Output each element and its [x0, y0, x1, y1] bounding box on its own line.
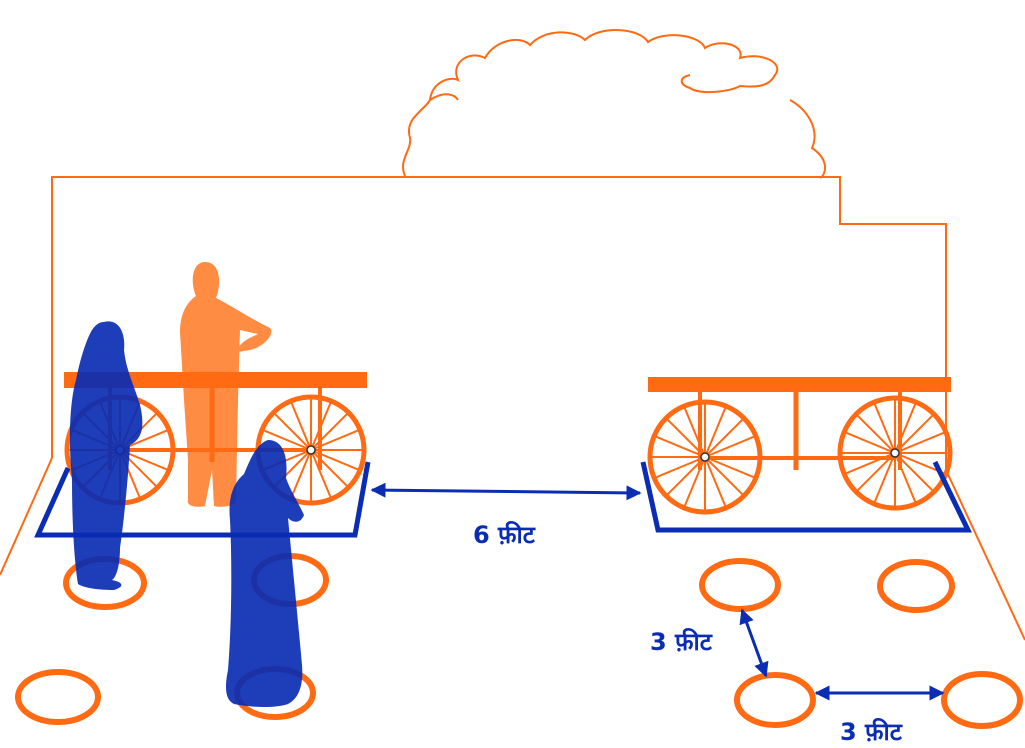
- wheel-spoke: [263, 429, 312, 451]
- right-cart: [647, 377, 953, 515]
- wheel-spoke: [873, 403, 896, 454]
- wheel-spoke: [845, 431, 896, 454]
- tree-outline: [402, 29, 826, 179]
- wheel-spoke: [310, 449, 348, 487]
- circle-gap-vertical-arrow: [739, 608, 769, 678]
- wheel-spoke: [704, 407, 727, 458]
- wheel-spoke: [290, 402, 312, 451]
- cart-gap-arrow: [370, 482, 642, 501]
- cart-gap-label: 6 फ़ीट: [473, 521, 536, 549]
- wheel-spoke: [856, 414, 896, 454]
- standing-circle: [941, 671, 1023, 729]
- wheel-spoke: [274, 413, 312, 451]
- wheel-spoke: [655, 435, 706, 458]
- wheel-spoke: [310, 449, 359, 471]
- wheel-hub: [700, 452, 710, 462]
- wheel-spoke: [873, 452, 896, 503]
- wheel-spoke: [655, 456, 706, 479]
- wheel-spoke: [683, 407, 706, 458]
- wheel-spoke: [894, 414, 934, 454]
- wheel-spoke: [666, 456, 706, 496]
- wheel-spoke: [845, 452, 896, 475]
- wheel-spoke: [704, 435, 755, 458]
- standing-circle: [15, 669, 101, 725]
- standing-circle: [877, 559, 955, 613]
- wheel-spoke: [704, 418, 744, 458]
- wheel-spoke: [310, 449, 332, 498]
- circle-gap-horizontal-label: 3 फ़ीट: [840, 718, 903, 746]
- ground-line-left: [0, 457, 53, 576]
- wheel-spoke: [894, 452, 917, 503]
- right-cart-wheel-1: [647, 399, 763, 515]
- wheel-spoke: [666, 418, 706, 458]
- left-cart-floor-box: [34, 461, 371, 538]
- standing-circle: [699, 558, 781, 612]
- wheel-spoke: [290, 449, 312, 498]
- person-blue-center: [226, 440, 304, 707]
- wheel-spoke: [683, 456, 706, 507]
- wheel-spoke: [894, 452, 945, 475]
- wheel-spoke: [310, 429, 359, 451]
- wheel-spoke: [894, 431, 945, 454]
- person-blue-left: [69, 321, 143, 590]
- shop-wall: [51, 176, 947, 470]
- wheel-spoke: [704, 456, 727, 507]
- wheel-spoke: [856, 452, 896, 492]
- wheel-spoke: [704, 456, 755, 479]
- wheel-spoke: [894, 452, 934, 492]
- wheel-spoke: [894, 403, 917, 454]
- wheel-spoke: [310, 402, 332, 451]
- wheel-spoke: [704, 456, 744, 496]
- circle-gap-vertical-label: 3 फ़ीट: [650, 628, 713, 656]
- right-cart-wheel-2: [837, 395, 953, 511]
- right-cart-floor-box: [640, 460, 972, 533]
- wheel-hub: [890, 448, 900, 458]
- standing-circle: [734, 672, 816, 728]
- wheel-spoke: [310, 413, 348, 451]
- ground-line-right: [945, 469, 1025, 641]
- wheel-hub: [306, 445, 316, 455]
